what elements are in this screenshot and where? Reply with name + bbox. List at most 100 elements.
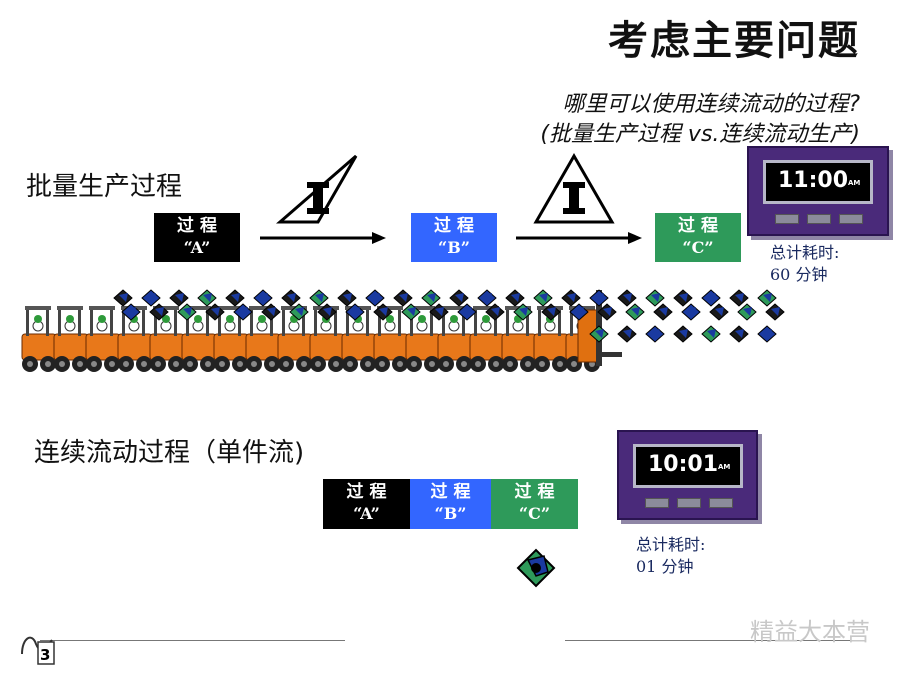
flow-clock-time: 10:01 bbox=[648, 452, 719, 477]
batch-part bbox=[337, 289, 357, 307]
inventory-symbol-1: I bbox=[308, 172, 328, 173]
batch-clock: 11:00 AM bbox=[747, 146, 889, 236]
flow-process-c-line1: 过 程 bbox=[514, 482, 555, 502]
flow-clock-suffix: AM bbox=[718, 463, 731, 471]
flow-process-c-box: 过 程 “C” bbox=[491, 479, 578, 529]
batch-part bbox=[113, 289, 133, 307]
flow-process-a-line1: 过 程 bbox=[346, 482, 387, 502]
clock-button bbox=[807, 214, 831, 224]
forklift-truck bbox=[181, 306, 217, 372]
batch-part bbox=[345, 303, 365, 321]
question-line-1: 哪里可以使用连续流动的过程? bbox=[562, 92, 860, 117]
batch-part bbox=[617, 325, 637, 343]
batch-part bbox=[393, 289, 413, 307]
batch-part bbox=[673, 325, 693, 343]
inventory-triangle-1 bbox=[275, 154, 358, 224]
inventory-triangle-2 bbox=[533, 152, 615, 224]
question-line-2: (批量生产过程 vs.连续流动生产) bbox=[540, 122, 860, 147]
batch-part bbox=[765, 303, 785, 321]
batch-process-b-line2: “B” bbox=[438, 238, 470, 257]
batch-part bbox=[373, 303, 393, 321]
batch-part bbox=[561, 289, 581, 307]
batch-process-c-line2: “C” bbox=[682, 238, 714, 257]
flow-time-label: 总计耗时: bbox=[636, 535, 706, 554]
batch-part bbox=[309, 289, 329, 307]
batch-part bbox=[617, 289, 637, 307]
batch-part bbox=[317, 303, 337, 321]
forklift-truck bbox=[373, 306, 409, 372]
batch-part bbox=[121, 303, 141, 321]
arrow-b-to-c bbox=[516, 232, 642, 244]
batch-part bbox=[261, 303, 281, 321]
batch-part bbox=[757, 325, 777, 343]
batch-part bbox=[505, 289, 525, 307]
batch-part bbox=[513, 303, 533, 321]
batch-flow-arrows bbox=[260, 152, 642, 244]
batch-part bbox=[205, 303, 225, 321]
batch-clock-screen: 11:00 AM bbox=[763, 160, 873, 204]
flow-process-a-box: 过 程 “A” bbox=[323, 479, 410, 529]
batch-part bbox=[485, 303, 505, 321]
page-number: 3 bbox=[40, 646, 51, 664]
batch-part bbox=[197, 289, 217, 307]
flow-process-c-line2: “C” bbox=[518, 504, 551, 523]
footer-rule-left bbox=[40, 640, 345, 641]
forklift-truck bbox=[405, 306, 441, 372]
page-number-badge bbox=[21, 636, 55, 665]
flow-process-a-line2: “A” bbox=[353, 504, 380, 523]
batch-process-a-line2: “A” bbox=[183, 238, 211, 257]
forklift-convoy-illustration bbox=[21, 289, 785, 372]
batch-part bbox=[225, 289, 245, 307]
forklift-truck bbox=[85, 306, 121, 372]
clock-button bbox=[709, 498, 733, 508]
batch-part bbox=[149, 303, 169, 321]
batch-part bbox=[449, 289, 469, 307]
flow-process-b-line2: “B” bbox=[434, 504, 467, 523]
batch-part bbox=[589, 289, 609, 307]
batch-part bbox=[597, 303, 617, 321]
batch-clock-suffix: AM bbox=[848, 179, 861, 187]
flow-process-label: 连续流动过程（单件流) bbox=[34, 438, 305, 468]
batch-part bbox=[289, 303, 309, 321]
batch-part bbox=[281, 289, 301, 307]
batch-part bbox=[673, 289, 693, 307]
batch-part bbox=[709, 303, 729, 321]
forklift-truck bbox=[53, 306, 89, 372]
batch-part bbox=[701, 325, 721, 343]
flow-process-b-box: 过 程 “B” bbox=[410, 479, 491, 529]
forklift-truck bbox=[149, 306, 185, 372]
batch-process-label: 批量生产过程 bbox=[26, 172, 183, 202]
batch-time-value: 60 分钟 bbox=[770, 265, 828, 284]
batch-clock-time: 11:00 bbox=[778, 168, 849, 193]
batch-process-a-box: 过 程 “A” bbox=[154, 213, 240, 262]
forklift-truck bbox=[245, 306, 281, 372]
batch-part bbox=[141, 289, 161, 307]
forklift-truck bbox=[213, 306, 249, 372]
forklift-truck bbox=[117, 306, 153, 372]
flow-clock-screen: 10:01 AM bbox=[633, 444, 743, 488]
flow-time-value: 01 分钟 bbox=[636, 557, 694, 576]
batch-part bbox=[589, 325, 609, 343]
batch-process-b-line1: 过 程 bbox=[434, 216, 474, 236]
flow-clock: 10:01 AM bbox=[617, 430, 758, 520]
clock-button bbox=[775, 214, 799, 224]
batch-part bbox=[401, 303, 421, 321]
batch-part bbox=[569, 303, 589, 321]
batch-part bbox=[421, 289, 441, 307]
clock-button bbox=[677, 498, 701, 508]
batch-process-a-line1: 过 程 bbox=[177, 216, 217, 236]
page-title: 考虑主要问题 bbox=[608, 17, 860, 64]
batch-part bbox=[169, 289, 189, 307]
flow-process-b-line1: 过 程 bbox=[430, 482, 471, 502]
watermark-text: 精益大本营 bbox=[750, 618, 870, 646]
clock-button bbox=[839, 214, 863, 224]
batch-part bbox=[645, 325, 665, 343]
batch-time-label: 总计耗时: bbox=[770, 243, 840, 262]
batch-part bbox=[253, 289, 273, 307]
batch-process-c-box: 过 程 “C” bbox=[655, 213, 741, 262]
batch-part bbox=[645, 289, 665, 307]
forklift-truck bbox=[21, 306, 57, 372]
batch-part bbox=[625, 303, 645, 321]
batch-part bbox=[541, 303, 561, 321]
batch-part bbox=[177, 303, 197, 321]
